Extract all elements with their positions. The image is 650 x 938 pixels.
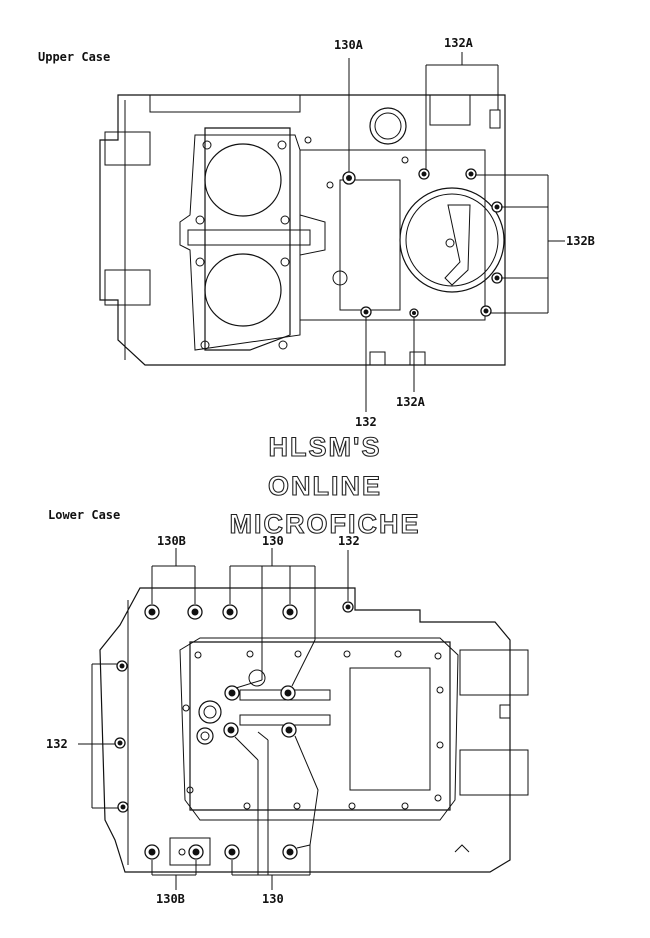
bolt-132 (360, 306, 372, 318)
callout-130-bottom: 130 (262, 892, 284, 906)
lower-case-outline (99, 587, 529, 873)
lower-case-leaders (78, 548, 349, 890)
callout-132a-bottom: 132A (396, 395, 426, 409)
lower-case-bolts (114, 601, 354, 860)
callout-130a: 130A (334, 38, 364, 52)
bolt-130-t1 (222, 604, 238, 620)
bolt-132-left-1 (116, 660, 128, 672)
watermark-line-2: ONLINE (268, 471, 382, 501)
callout-132a-top: 132A (444, 36, 474, 50)
bolt-132b-4 (480, 305, 492, 317)
watermark-line-1: HLSM'S (269, 432, 382, 462)
bolt-130b-4 (188, 844, 204, 860)
bolt-132b-2 (491, 201, 503, 213)
watermark-line-3: MICROFICHE (230, 509, 421, 539)
bolt-130-b2 (282, 844, 298, 860)
bolt-132-left-2 (114, 737, 126, 749)
lower-case-title: Lower Case (48, 508, 120, 522)
bolt-130-m3 (223, 722, 239, 738)
bolt-130b-1 (144, 604, 160, 620)
callout-132: 132 (355, 415, 377, 429)
bolt-132-left-3 (117, 801, 129, 813)
upper-case-leaders (348, 52, 565, 412)
bolt-130a (342, 171, 356, 185)
upper-case-title: Upper Case (38, 50, 110, 64)
bolt-130-b1 (224, 844, 240, 860)
callout-132b: 132B (566, 234, 595, 248)
watermark: HLSM'S ONLINE MICROFICHE (229, 431, 421, 539)
bolt-130-t2 (282, 604, 298, 620)
bolt-130-m4 (281, 722, 297, 738)
bolt-132b-1 (465, 168, 477, 180)
bolt-132b-3 (491, 272, 503, 284)
upper-case-outline (99, 94, 506, 366)
callout-130b-bottom: 130B (156, 892, 185, 906)
bolt-130b-2 (187, 604, 203, 620)
bolt-130b-3 (144, 844, 160, 860)
bolt-132a-bottom (409, 308, 419, 318)
bolt-132-top (342, 601, 354, 613)
bolt-130-m2 (280, 685, 296, 701)
bolt-130-m1 (224, 685, 240, 701)
callout-132-top: 132 (338, 534, 360, 548)
callout-130b-top: 130B (157, 534, 186, 548)
callout-130-top: 130 (262, 534, 284, 548)
bolt-132a-top (418, 168, 430, 180)
upper-case-bolts (342, 168, 503, 318)
callout-132-left: 132 (46, 737, 68, 751)
